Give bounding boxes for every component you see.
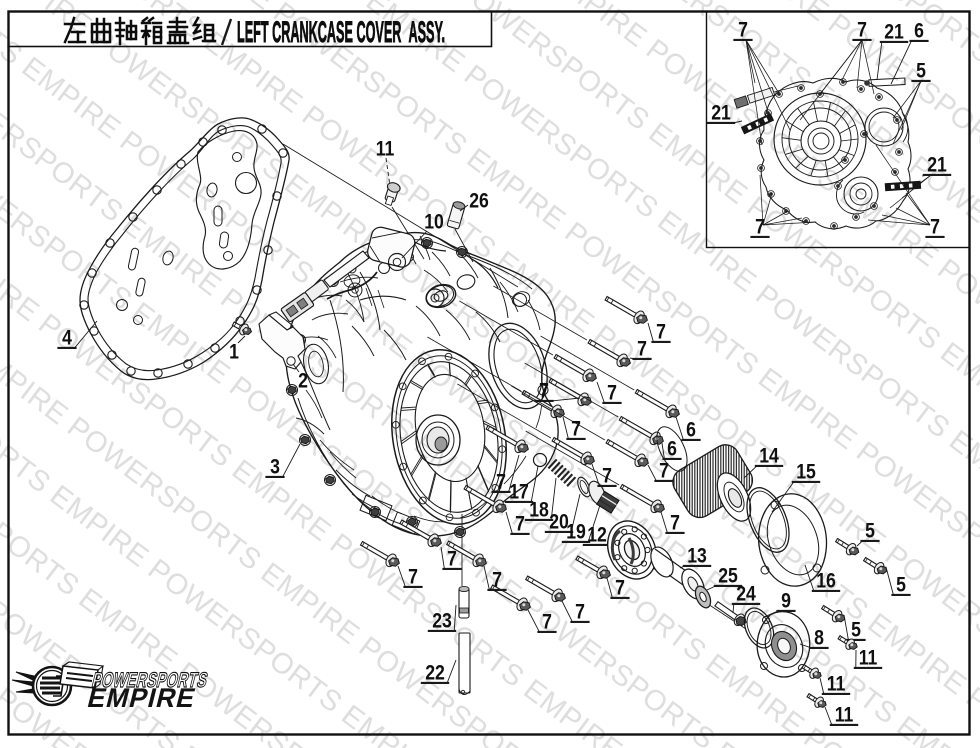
svg-text:26: 26 (469, 189, 489, 213)
svg-text:19: 19 (566, 520, 586, 544)
svg-text:25: 25 (718, 564, 738, 588)
svg-text:4: 4 (62, 326, 72, 350)
svg-text:21: 21 (927, 153, 947, 177)
svg-text:11: 11 (827, 672, 846, 696)
svg-text:15: 15 (796, 460, 816, 484)
svg-text:7: 7 (571, 417, 581, 441)
svg-text:7: 7 (857, 18, 867, 42)
svg-text:7: 7 (637, 337, 647, 361)
svg-text:22: 22 (425, 661, 445, 685)
svg-text:7: 7 (738, 18, 748, 42)
svg-text:5: 5 (916, 59, 926, 83)
svg-text:5: 5 (896, 573, 906, 597)
svg-text:5: 5 (851, 618, 861, 642)
svg-text:20: 20 (549, 510, 569, 534)
svg-text:17: 17 (509, 480, 529, 504)
svg-text:10: 10 (424, 210, 444, 234)
svg-text:7: 7 (659, 459, 669, 483)
svg-text:7: 7 (670, 511, 680, 535)
svg-text:16: 16 (816, 569, 836, 593)
svg-text:1: 1 (229, 340, 239, 364)
svg-text:7: 7 (575, 600, 585, 624)
svg-text:24: 24 (736, 582, 756, 606)
svg-text:7: 7 (656, 320, 666, 344)
svg-text:21: 21 (711, 101, 731, 125)
svg-text:11: 11 (835, 703, 854, 727)
svg-text:6: 6 (914, 19, 924, 43)
svg-text:11: 11 (376, 137, 395, 161)
svg-text:14: 14 (759, 444, 779, 468)
svg-text:2: 2 (298, 369, 308, 393)
svg-text:7: 7 (408, 565, 418, 589)
svg-text:23: 23 (432, 609, 452, 633)
svg-text:7: 7 (607, 381, 617, 405)
svg-text:5: 5 (865, 519, 875, 543)
svg-text:11: 11 (859, 646, 878, 670)
svg-text:12: 12 (587, 523, 607, 547)
svg-text:7: 7 (492, 568, 502, 592)
svg-text:LEFT CRANKCASE COVER ASSY.: LEFT CRANKCASE COVER ASSY. (237, 16, 445, 49)
svg-text:7: 7 (602, 464, 612, 488)
svg-text:3: 3 (270, 455, 280, 479)
svg-text:7: 7 (496, 470, 506, 494)
svg-text:7: 7 (515, 512, 525, 536)
svg-text:7: 7 (539, 379, 549, 403)
svg-text:8: 8 (814, 626, 824, 650)
svg-text:6: 6 (686, 418, 696, 442)
svg-text:6: 6 (667, 437, 677, 461)
svg-text:7: 7 (755, 215, 765, 239)
svg-text:POWERSPORTS: POWERSPORTS (90, 667, 211, 691)
svg-text:21: 21 (884, 20, 904, 44)
svg-text:7: 7 (542, 610, 552, 634)
svg-text:7: 7 (615, 576, 625, 600)
svg-text:7: 7 (447, 547, 457, 571)
svg-text:7: 7 (930, 215, 940, 239)
svg-text:13: 13 (687, 544, 707, 568)
svg-text:18: 18 (529, 498, 549, 522)
svg-text:9: 9 (781, 589, 791, 613)
svg-text:EMPIRE: EMPIRE (85, 682, 200, 713)
